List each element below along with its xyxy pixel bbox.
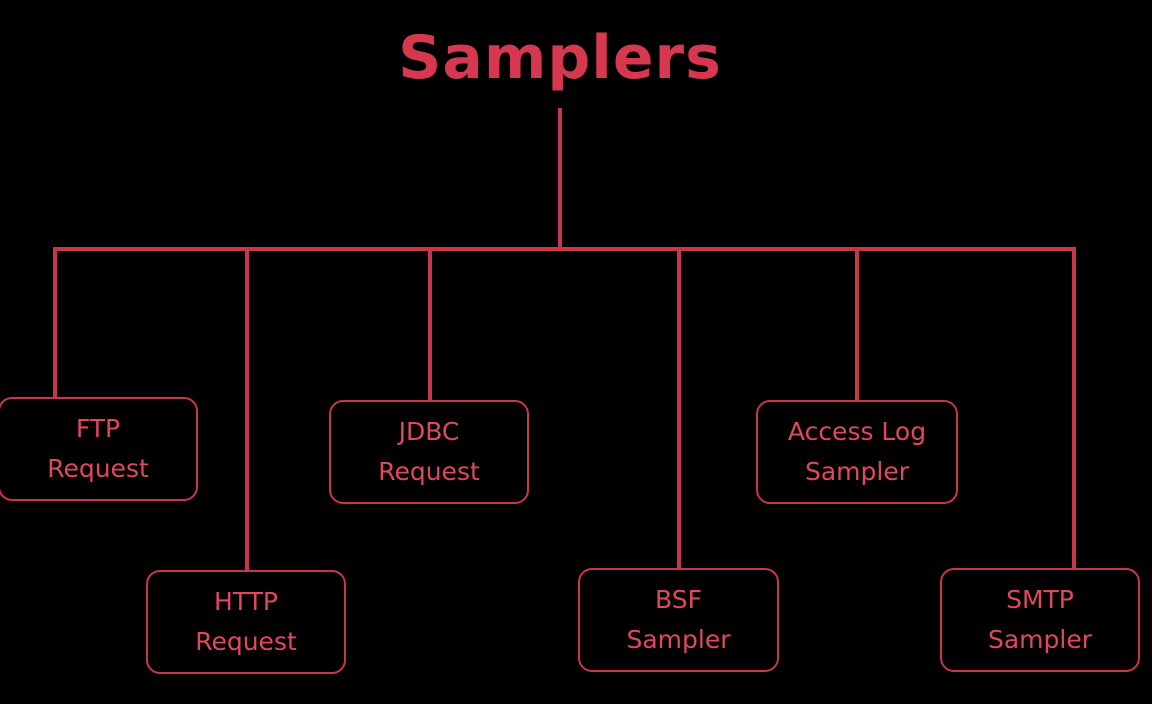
- node-label-line1: BSF: [655, 585, 702, 614]
- node-smtp-sampler: SMTP Sampler: [940, 568, 1140, 672]
- node-access-log-sampler: Access Log Sampler: [756, 400, 958, 504]
- node-label-line2: Sampler: [987, 625, 1093, 654]
- diagram-title: Samplers: [398, 23, 722, 93]
- node-label-line2: Sampler: [626, 625, 731, 654]
- node-label-line1: FTP: [75, 414, 121, 443]
- node-label-line2: Sampler: [804, 457, 910, 486]
- node-http-request: HTTP Request: [146, 570, 346, 674]
- node-label-line2: Request: [378, 457, 480, 486]
- node-label-line1: SMTP: [1006, 585, 1074, 614]
- node-bsf-sampler: BSF Sampler: [578, 568, 779, 672]
- node-ftp-request: FTP Request: [0, 397, 198, 501]
- node-label-line1: JDBC: [398, 417, 460, 446]
- node-label-line2: Request: [47, 454, 149, 483]
- node-label-line2: Request: [195, 627, 297, 656]
- node-label-line1: HTTP: [214, 587, 278, 616]
- node-label-line1: Access Log: [787, 417, 927, 446]
- node-jdbc-request: JDBC Request: [329, 400, 529, 504]
